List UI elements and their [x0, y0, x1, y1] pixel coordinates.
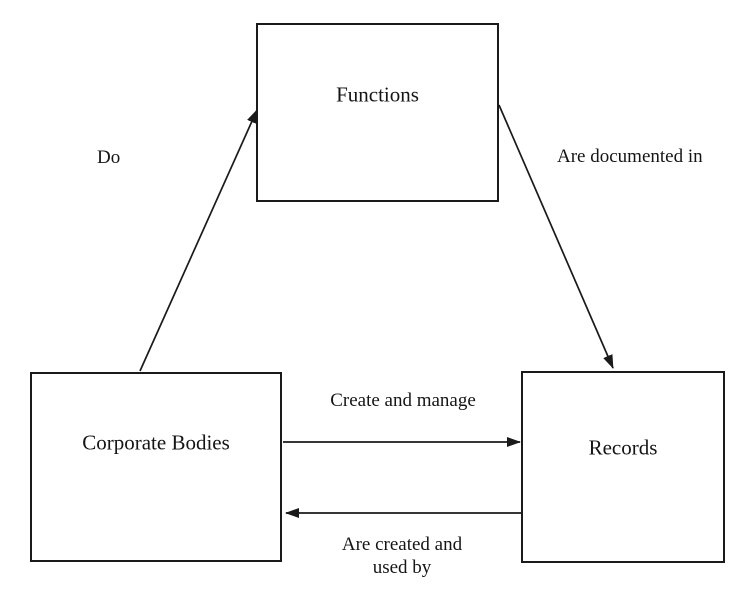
- node-functions-label: Functions: [336, 82, 419, 107]
- edge-corporate-to-functions-arrow: [139, 109, 258, 372]
- node-functions: Functions: [256, 23, 499, 202]
- edge-label-are-created-and-used-by: Are created and used by: [341, 534, 463, 578]
- node-records-label: Records: [588, 435, 658, 460]
- edge-label-create-and-manage: Create and manage: [330, 390, 476, 411]
- edge-label-are-documented-in: Are documented in: [557, 146, 703, 167]
- node-corporate-bodies: Corporate Bodies: [30, 372, 282, 562]
- edge-label-do: Do: [97, 147, 121, 168]
- node-corporate-bodies-label: Corporate Bodies: [82, 430, 230, 455]
- node-records: Records: [521, 371, 725, 563]
